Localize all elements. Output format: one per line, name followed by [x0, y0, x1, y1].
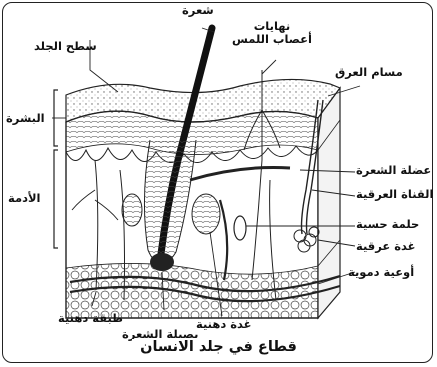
label-nerve-endings-line1: نهايات	[232, 20, 312, 33]
label-sweat-pores: مسام العرق	[335, 66, 403, 79]
caption-text: قطاع في جلد الانسان	[132, 339, 305, 355]
hair-bulb	[150, 253, 174, 271]
label-dermis: الأدمة	[8, 192, 41, 205]
label-hair-muscle: عضلة الشعرة	[356, 164, 431, 177]
label-fat-layer: طبقة دهنية	[58, 312, 123, 325]
label-hair: شعرة	[182, 4, 214, 17]
label-skin-surface: سطح الجلد	[34, 40, 97, 53]
label-sweat-gland: غدة عرقية	[356, 240, 416, 253]
label-nerve-endings-line2: أعصاب اللمس	[232, 33, 312, 46]
layer-brackets	[54, 90, 58, 248]
figure-caption: قطاع في جلد الانسان	[0, 339, 437, 355]
label-sebaceous-gland: غدة دهنية	[196, 318, 252, 331]
label-nerve-endings: نهايات أعصاب اللمس	[232, 20, 312, 45]
sensory-papilla	[234, 216, 246, 240]
label-blood-vessels: أوعية دموية	[348, 266, 414, 279]
label-sensory-papilla: حلمة حسية	[356, 218, 419, 231]
label-sweat-duct: القناة العرقية	[356, 188, 433, 201]
label-epidermis: البشرة	[6, 112, 45, 125]
